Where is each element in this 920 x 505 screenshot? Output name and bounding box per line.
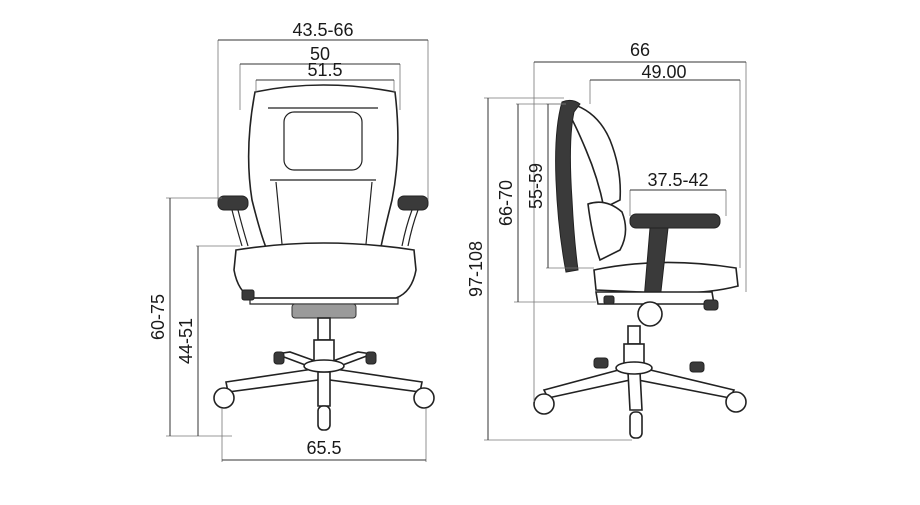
side-lumbar [587, 201, 627, 262]
overall-width-label: 43.5-66 [292, 20, 353, 40]
overall-depth-label: 66 [630, 40, 650, 60]
side-cylinder-top [627, 325, 641, 345]
back-height-label: 66-70 [496, 180, 516, 226]
front-left-armrest [217, 195, 249, 247]
front-mechanism [291, 303, 357, 319]
seat-depth-label: 49.00 [641, 62, 686, 82]
arm-depth-label: 37.5-42 [647, 170, 708, 190]
side-armrest [629, 213, 721, 301]
seat-height-label: 44-51 [176, 318, 196, 364]
front-cylinder-top [317, 317, 331, 341]
front-extension-lines [166, 40, 429, 462]
front-base [225, 351, 423, 407]
front-lumbar-frame [268, 107, 378, 245]
side-view: 66 49.00 97-108 66-70 55-59 37.5-42 [466, 40, 747, 441]
base-width-label: 65.5 [306, 438, 341, 458]
back-width-label: 50 [310, 44, 330, 64]
front-right-armrest [397, 195, 429, 247]
side-mechanism [595, 291, 719, 327]
side-casters [533, 357, 747, 439]
front-lever [241, 289, 255, 301]
seat-width-label: 51.5 [307, 60, 342, 80]
side-backrest [567, 103, 622, 210]
front-dimension-lines [169, 39, 428, 461]
total-height-label: 97-108 [466, 241, 486, 297]
arm-height-label: 60-75 [148, 294, 168, 340]
front-view: 43.5-66 50 51.5 60-75 44-51 65.5 [148, 20, 435, 462]
front-back-support [283, 111, 363, 171]
side-seat [593, 261, 739, 294]
front-seat [233, 242, 417, 299]
backrest-height-label: 55-59 [526, 163, 546, 209]
side-base [542, 361, 736, 411]
front-casters [213, 351, 435, 431]
side-chair-drawing [533, 99, 747, 439]
front-seat-frame [249, 297, 399, 305]
side-dimension-lines [487, 61, 746, 440]
side-back-frame [555, 99, 581, 273]
front-chair-drawing [213, 84, 435, 431]
side-extension-lines [484, 62, 747, 441]
front-backrest [247, 84, 399, 253]
